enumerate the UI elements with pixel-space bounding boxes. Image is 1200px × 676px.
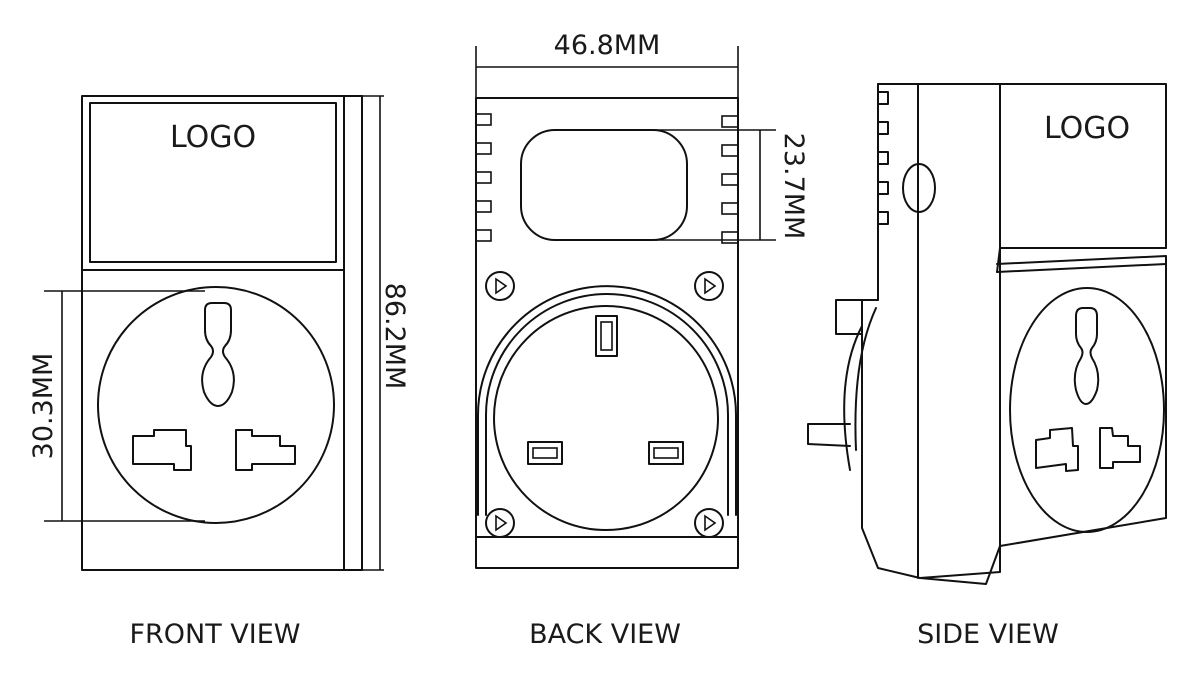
front-logo-panel — [89, 102, 337, 263]
side-rear-housing — [861, 83, 1001, 579]
front-earth-pin-hole — [201, 302, 235, 407]
side-earth-prong — [835, 299, 863, 335]
front-view: LOGO 86.2MM 30.3MM FRONT VIEW — [28, 95, 410, 650]
side-view-caption: SIDE VIEW — [917, 619, 1059, 650]
side-plug-base-inner — [854, 307, 877, 451]
side-right-pin-hole — [1099, 427, 1141, 469]
front-logo-text: LOGO — [170, 120, 256, 155]
front-view-caption: FRONT VIEW — [129, 619, 300, 650]
back-neutral-slot — [648, 441, 684, 465]
side-ridge-edge — [996, 247, 1001, 273]
back-left-vents — [475, 113, 492, 242]
back-live-slot — [527, 441, 563, 465]
width-dim-label: 46.8MM — [554, 30, 661, 61]
back-recess — [520, 129, 688, 241]
side-vent-slots — [877, 91, 889, 225]
height-dim-label: 86.2MM — [379, 283, 410, 390]
front-socket-face — [97, 286, 335, 524]
side-left-pin-hole — [1035, 427, 1079, 472]
front-right-pin-hole — [235, 429, 296, 471]
side-indicator-light — [902, 163, 936, 213]
back-socket-face — [493, 305, 719, 531]
side-socket-face — [1009, 287, 1165, 533]
side-live-prong — [807, 423, 851, 447]
back-earth-slot — [595, 315, 618, 357]
back-view: 46.8MM 23.7MM BACK VIEW — [475, 30, 809, 650]
side-front-block — [919, 255, 1167, 585]
back-body-outline — [475, 97, 739, 569]
back-screw-icons — [485, 271, 724, 538]
side-plug-base-curve — [843, 325, 863, 471]
side-view: LOGO SIDE VIEW — [807, 83, 1167, 650]
back-view-caption: BACK VIEW — [529, 619, 681, 650]
side-earth-pin-hole — [1073, 307, 1100, 405]
back-right-vents — [721, 115, 739, 244]
recess-dim-label: 23.7MM — [778, 133, 809, 240]
side-front-ridge — [996, 263, 1167, 273]
side-logo-panel — [999, 83, 1167, 249]
side-logo-text: LOGO — [1044, 111, 1130, 146]
back-arch-inner — [485, 293, 729, 516]
back-arch-outer — [477, 285, 737, 516]
socket-dim-label: 30.3MM — [28, 353, 59, 460]
front-left-pin-hole — [132, 429, 192, 471]
